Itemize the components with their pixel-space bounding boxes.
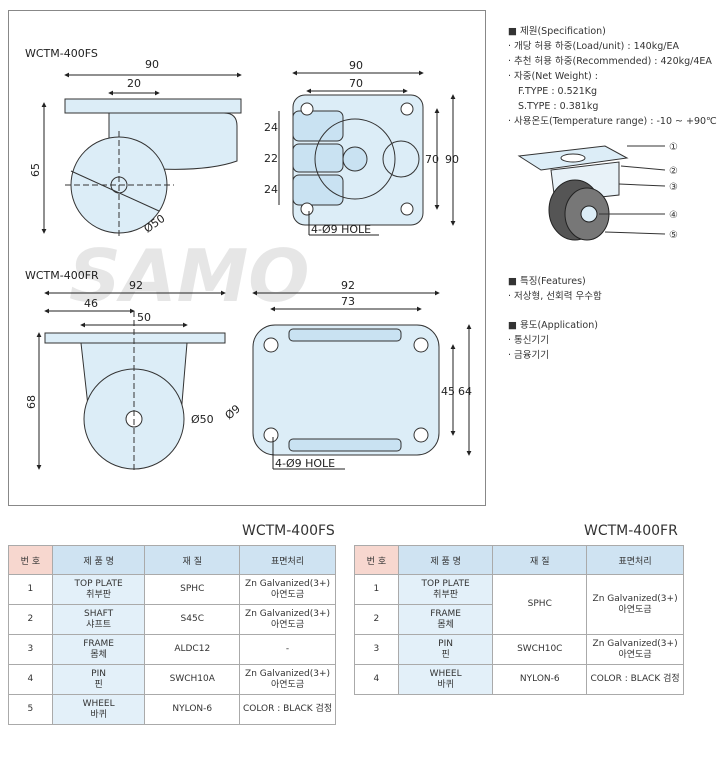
fr-dim-inner-h: 45 [441,385,455,398]
fr-dim-width: 92 [129,279,143,292]
fr-table-title: WCTM-400FR [584,523,678,539]
watermark: SAMO [69,234,309,318]
fr-header-no: 번 호 [354,545,399,575]
fr-dim-half: 46 [84,297,98,310]
fs-dim-outer-h: 90 [445,153,459,166]
features-panel: 특징(Features) 저상형, 선회력 우수함 [508,274,602,304]
fr-top-view: 92 73 Ø9 45 64 4-Ø9 HOLE [223,279,472,470]
fs-dim-side-a: 24 [264,121,278,134]
spec-title: 제원(Specification) [508,24,723,39]
callout-4: ④ [669,210,678,221]
application-panel: 용도(Application) 통신기기 금융기기 [508,318,598,363]
fr-dim-hole-span: 73 [341,295,355,308]
caster-illustration: ① ② ③ ④ ⑤ [517,142,678,241]
drawing-frame: SAMO 90 20 65 Ø50 [8,10,486,506]
fr-dim-center: 50 [137,311,151,324]
callout-3: ③ [669,182,678,193]
application-item-2: 금융기기 [508,348,598,363]
fr-merged-material: SPHC [492,574,588,635]
fs-dim-holes: 4-Ø9 HOLE [311,223,371,236]
features-item: 저상형, 선회력 우수함 [508,289,602,304]
fs-header-material: 재 질 [144,545,241,575]
fr-dim-height: 68 [25,395,38,409]
fs-side-view: 90 20 65 Ø50 [29,58,242,236]
fs-header-no: 번 호 [8,545,53,575]
callout-1: ① [669,142,678,153]
spec-load: 개당 허용 하중(Load/unit) : 140kg/EA [508,39,723,54]
spec-weight-f: F.TYPE : 0.521Kg [518,86,597,97]
fr-header-surface: 표면처리 [586,545,684,575]
fr-dim-plate-width: 92 [341,279,355,292]
fr-header-name: 제 품 명 [397,545,494,575]
fs-header-name: 제 품 명 [51,545,146,575]
fs-model-label: WCTM-400FS [25,47,98,60]
spec-recommended: 추천 허용 하중(Recommended) : 420kg/4EA [508,54,723,69]
technical-drawing: SAMO 90 20 65 Ø50 [25,58,472,473]
fr-dim-hole-dia: Ø9 [223,402,243,422]
fs-dim-side-c: 24 [264,183,278,196]
spec-temp: 사용온도(Temperature range) : -10 ~ +90℃ [508,114,723,129]
fr-dim-holes: 4-Ø9 HOLE [275,457,335,470]
fs-dim-height: 65 [29,163,42,177]
callout-2: ② [669,166,678,177]
fr-dim-outer-h: 64 [458,385,472,398]
fr-header-material: 재 질 [492,545,588,575]
specification-panel: 제원(Specification) 개당 허용 하중(Load/unit) : … [508,24,723,129]
fr-model-label: WCTM-400FR [25,269,99,282]
features-title: 특징(Features) [508,274,602,289]
fs-dim-offset: 20 [127,77,141,90]
fs-dim-inner-h: 70 [425,153,439,166]
fr-side-view: 92 46 50 68 Ø50 [25,279,226,473]
fs-header-surface: 표면처리 [239,545,336,575]
fs-dim-side-b: 22 [264,152,278,165]
spec-weight-s: S.TYPE : 0.381kg [518,101,599,112]
fs-top-view: 90 70 24 22 24 70 90 4-Ø9 HOLE [264,59,459,236]
fs-dim-width: 90 [145,58,159,71]
application-title: 용도(Application) [508,318,598,333]
fs-table-title: WCTM-400FS [242,523,335,539]
fs-dim-plate-width: 90 [349,59,363,72]
fs-dim-hole-span: 70 [349,77,363,90]
callout-5: ⑤ [669,230,678,241]
fr-merged-surface: Zn Galvanized(3+)아연도금 [586,574,684,635]
spec-weight: 자중(Net Weight) : [508,69,723,84]
fr-dim-wheel: Ø50 [191,413,214,426]
application-item-1: 통신기기 [508,333,598,348]
